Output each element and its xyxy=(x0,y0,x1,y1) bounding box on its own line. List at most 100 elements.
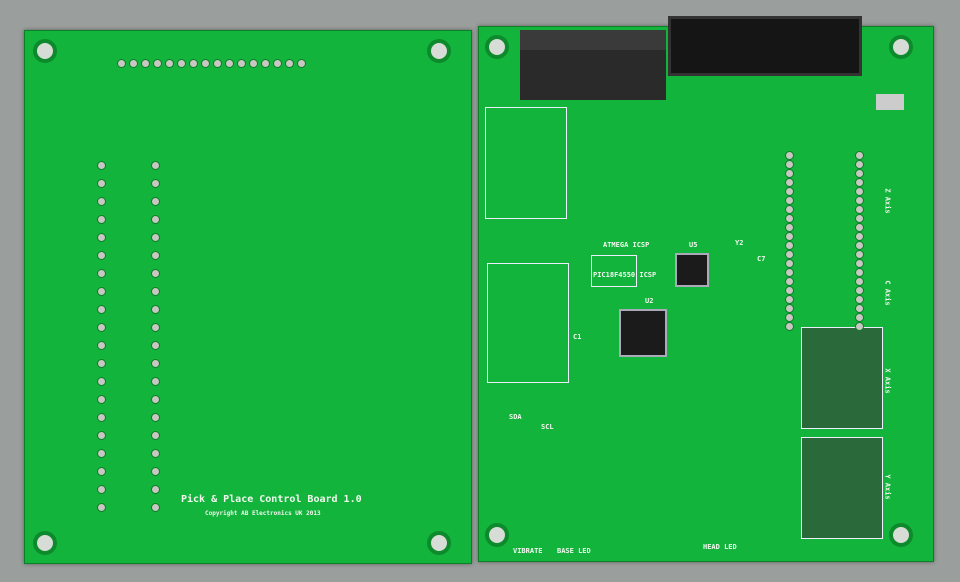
solder-pad xyxy=(97,251,106,260)
header-pin xyxy=(785,241,794,250)
u5-chip xyxy=(675,253,709,287)
solder-pad xyxy=(151,251,160,260)
solder-pad xyxy=(213,59,222,68)
solder-pad xyxy=(151,377,160,386)
header-pin xyxy=(855,205,864,214)
solder-pad xyxy=(97,323,106,332)
mounting-hole xyxy=(33,531,57,555)
solder-pad xyxy=(151,467,160,476)
header-pin xyxy=(855,151,864,160)
icsp-outline xyxy=(591,255,637,287)
solder-pad xyxy=(151,269,160,278)
solder-pad xyxy=(117,59,126,68)
header-pin xyxy=(855,241,864,250)
solder-pad xyxy=(151,233,160,242)
mounting-hole xyxy=(485,35,509,59)
solder-pad xyxy=(153,59,162,68)
head-led-label: HEAD LED xyxy=(703,543,737,551)
header-pin xyxy=(855,259,864,268)
mounting-hole xyxy=(485,523,509,547)
solder-pad xyxy=(151,449,160,458)
mounting-hole xyxy=(889,35,913,59)
header-pin xyxy=(785,223,794,232)
solder-pad xyxy=(225,59,234,68)
solder-pad xyxy=(97,413,106,422)
solder-pad xyxy=(201,59,210,68)
u2-chip xyxy=(619,309,667,357)
mounting-hole xyxy=(889,523,913,547)
module-outline xyxy=(487,263,569,383)
solder-pad xyxy=(237,59,246,68)
solder-pad xyxy=(297,59,306,68)
terminal-block xyxy=(520,30,666,100)
solder-pad xyxy=(141,59,150,68)
solder-pad xyxy=(261,59,270,68)
header-pin xyxy=(785,250,794,259)
solder-pad xyxy=(97,287,106,296)
solder-pad xyxy=(177,59,186,68)
solder-pad xyxy=(151,413,160,422)
stepper-driver-2 xyxy=(801,437,883,539)
header-pin xyxy=(855,232,864,241)
solder-pad xyxy=(97,233,106,242)
c1-label: C1 xyxy=(573,333,582,341)
solder-pad xyxy=(97,377,106,386)
header-pin xyxy=(785,322,794,331)
base-led-label: BASE LED xyxy=(557,547,591,555)
mounting-hole xyxy=(33,39,57,63)
header-pin xyxy=(785,151,794,160)
header-pin xyxy=(855,169,864,178)
solder-pad xyxy=(97,449,106,458)
scl-label: SCL xyxy=(541,423,554,431)
solder-pad xyxy=(151,197,160,206)
solder-pad xyxy=(129,59,138,68)
header-pin xyxy=(785,259,794,268)
solder-pad xyxy=(151,395,160,404)
solder-pad xyxy=(151,215,160,224)
header-pin xyxy=(785,169,794,178)
header-pin xyxy=(855,322,864,331)
solder-pad xyxy=(189,59,198,68)
solder-pad xyxy=(273,59,282,68)
sda-label: SDA xyxy=(509,413,522,421)
header-pin xyxy=(785,232,794,241)
header-pin xyxy=(855,223,864,232)
solder-pad xyxy=(165,59,174,68)
header-pin xyxy=(785,286,794,295)
copyright-text: Copyright AB Electronics UK 2013 xyxy=(205,510,321,517)
solder-pad xyxy=(97,179,106,188)
header-pin xyxy=(855,178,864,187)
header-pin xyxy=(785,277,794,286)
header-pin xyxy=(855,160,864,169)
header-pin xyxy=(855,250,864,259)
u2-label: U2 xyxy=(645,297,654,305)
header-pin xyxy=(785,268,794,277)
z-axis-label: Z Axis xyxy=(883,188,892,214)
header-pin xyxy=(785,304,794,313)
solder-pad xyxy=(151,485,160,494)
header-pin xyxy=(785,178,794,187)
solder-pad xyxy=(97,161,106,170)
header-pin xyxy=(855,196,864,205)
solder-pad xyxy=(97,395,106,404)
pic-icsp-label: PIC18F4550 ICSP xyxy=(593,271,657,279)
solder-pad xyxy=(151,179,160,188)
solder-pad xyxy=(97,305,106,314)
solder-pad xyxy=(249,59,258,68)
solder-pad xyxy=(97,197,106,206)
u5-label: U5 xyxy=(689,241,698,249)
header-pin xyxy=(785,205,794,214)
header-pin xyxy=(785,295,794,304)
y2-label: Y2 xyxy=(735,239,744,247)
solder-pad xyxy=(151,431,160,440)
header-pin xyxy=(785,160,794,169)
right-pcb: ATMEGA ICSP PIC18F4550 ICSP U5 U2 Y2 C1 … xyxy=(478,26,934,562)
solder-pad xyxy=(97,467,106,476)
board-title: Pick & Place Control Board 1.0 xyxy=(181,494,362,505)
vibrate-label: VIBRATE xyxy=(513,547,543,555)
header-pin xyxy=(855,277,864,286)
solder-pad xyxy=(151,305,160,314)
solder-pad xyxy=(151,359,160,368)
solder-pad xyxy=(97,485,106,494)
left-pcb: Pick & Place Control Board 1.0 Copyright… xyxy=(24,30,472,564)
